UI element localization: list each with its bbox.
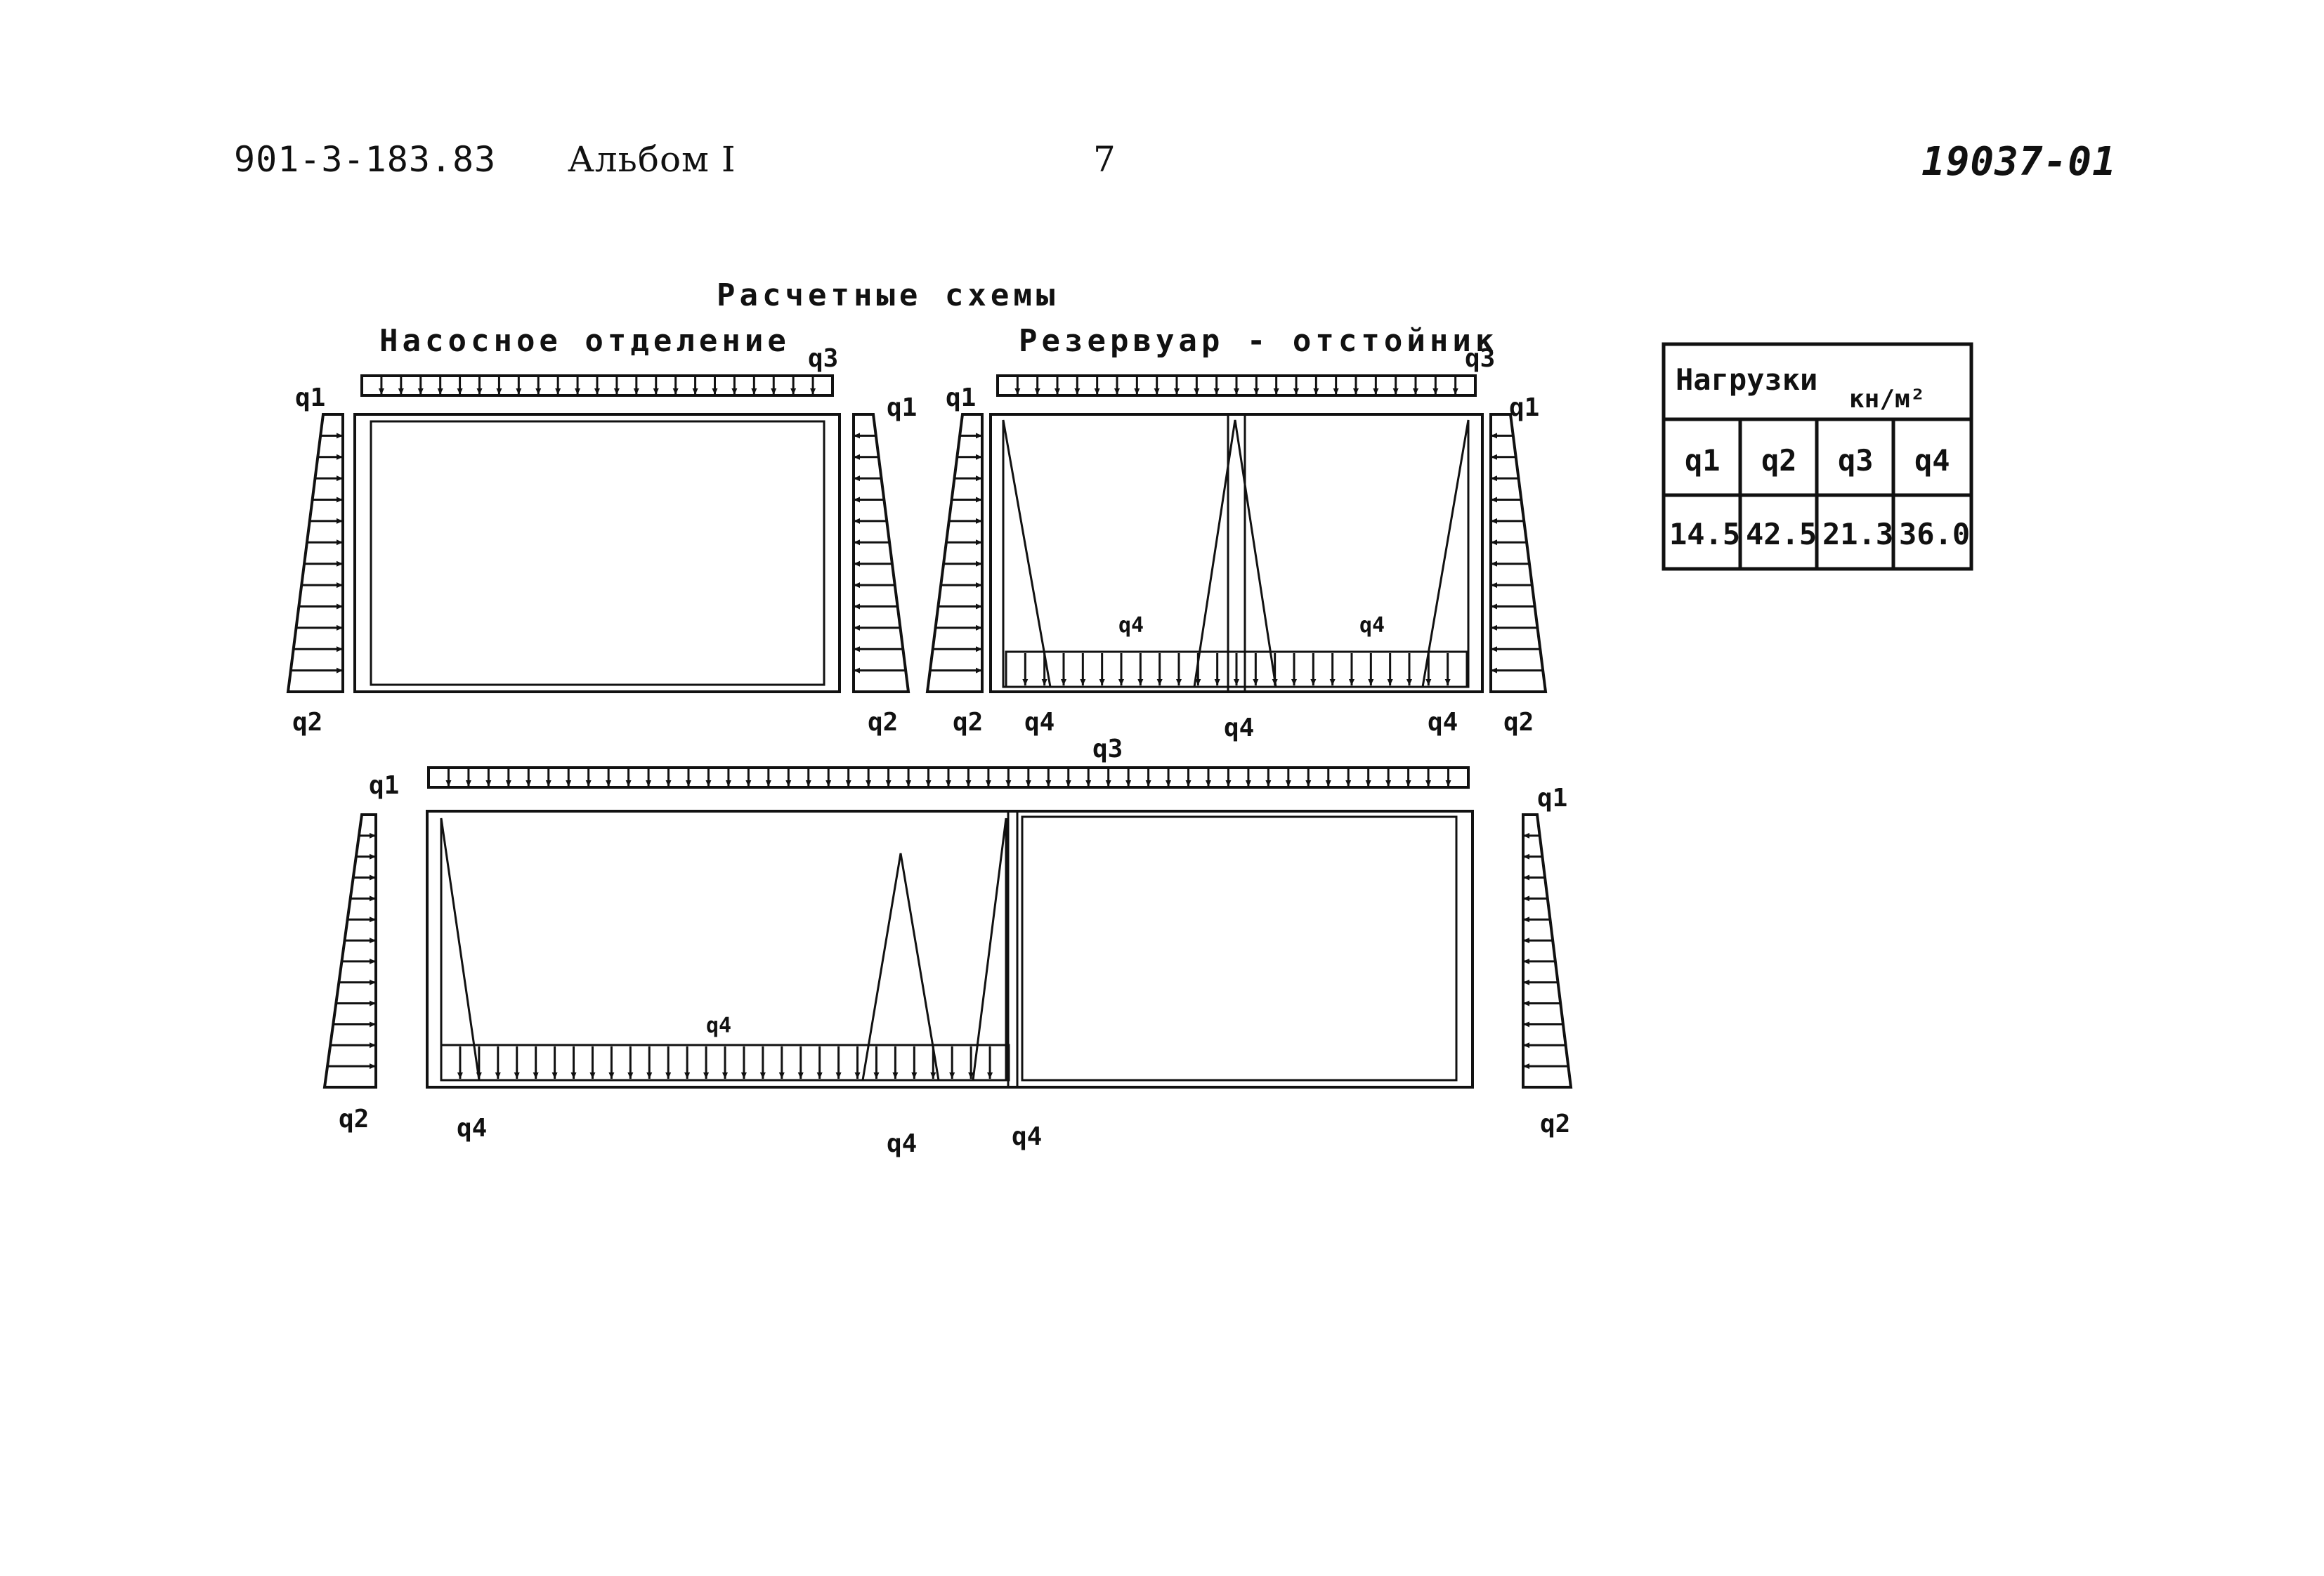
scheme-pump-station bbox=[286, 374, 910, 693]
sheet-number: 19037-01 bbox=[1921, 139, 2117, 185]
roof-load-ticks bbox=[1014, 376, 1458, 395]
frame-outline bbox=[353, 413, 841, 693]
document-code: 901-3-183.83 bbox=[234, 139, 497, 180]
table-title: Нагрузки bbox=[1676, 362, 1817, 397]
roof-load-ticks bbox=[445, 768, 1451, 787]
label-q2: q2 bbox=[1540, 1110, 1570, 1138]
table-header-cell: q2 bbox=[1761, 443, 1797, 478]
section-title-pump: Насосное отделение bbox=[379, 323, 790, 359]
wall-load-right bbox=[852, 413, 910, 693]
label-q4: q4 bbox=[1428, 708, 1458, 737]
table-value-cell: 36.0 bbox=[1899, 517, 1970, 551]
table-value-cell: 14.5 bbox=[1669, 517, 1740, 551]
wall-load-left bbox=[286, 413, 344, 693]
label-q1: q1 bbox=[295, 383, 325, 412]
triangle-load-q4 bbox=[440, 817, 481, 1082]
frame-inner bbox=[370, 420, 825, 686]
table-header-cell: q4 bbox=[1914, 443, 1950, 478]
label-q4: q4 bbox=[1012, 1122, 1042, 1151]
label-q3: q3 bbox=[808, 344, 838, 373]
wall-load-ticks bbox=[1491, 433, 1543, 674]
label-q4: q4 bbox=[1118, 613, 1144, 638]
roof-load-q3 bbox=[360, 374, 834, 397]
label-q4: q4 bbox=[457, 1114, 487, 1143]
loads-table bbox=[1662, 342, 1973, 571]
label-q1: q1 bbox=[1537, 784, 1567, 813]
diagram-title: Расчетные схемы bbox=[717, 277, 1059, 313]
wall-load-right bbox=[1522, 813, 1573, 1089]
wall-load-left bbox=[925, 413, 984, 693]
scheme-combined bbox=[322, 766, 1573, 1089]
section-title-tank: Резервуар - отстойник bbox=[1019, 323, 1498, 359]
label-q4: q4 bbox=[1359, 613, 1385, 638]
label-q4: q4 bbox=[887, 1129, 917, 1158]
table-value-cell: 21.3 bbox=[1822, 517, 1893, 551]
label-q1: q1 bbox=[1509, 393, 1539, 422]
table-value-cell: 42.5 bbox=[1746, 517, 1817, 551]
page-number: 7 bbox=[1093, 139, 1116, 180]
label-q2: q2 bbox=[953, 708, 983, 737]
triangle-load-q4 bbox=[861, 853, 940, 1082]
wall-load-ticks bbox=[929, 433, 982, 674]
roof-load-q3 bbox=[427, 766, 1470, 789]
label-q1: q1 bbox=[369, 771, 399, 800]
triangle-load-q4 bbox=[1193, 419, 1277, 688]
triangle-load-q4 bbox=[972, 817, 1007, 1082]
wall-load-ticks bbox=[854, 433, 906, 674]
roof-load-ticks bbox=[378, 376, 816, 395]
frame-outline bbox=[426, 810, 1474, 1089]
label-q2: q2 bbox=[339, 1105, 369, 1134]
triangle-load-q4 bbox=[1002, 419, 1052, 688]
bottom-load-ticks bbox=[1022, 653, 1451, 685]
chamber-inner bbox=[1021, 815, 1458, 1082]
label-q4: q4 bbox=[1024, 708, 1055, 737]
roof-load-q3 bbox=[996, 374, 1477, 397]
scheme-settling-tank bbox=[925, 374, 1548, 693]
table-header-cell: q1 bbox=[1685, 443, 1721, 478]
bottom-load-ticks bbox=[457, 1046, 993, 1079]
wall-load-ticks bbox=[1523, 832, 1569, 1070]
label-q1: q1 bbox=[887, 393, 917, 422]
frame-outline bbox=[989, 413, 1484, 693]
label-q3: q3 bbox=[1465, 344, 1495, 373]
wall-load-right bbox=[1489, 413, 1548, 693]
label-q2: q2 bbox=[292, 708, 322, 737]
wall-load-ticks bbox=[327, 832, 376, 1070]
wall-load-ticks bbox=[290, 433, 343, 674]
label-q4: q4 bbox=[1224, 714, 1254, 742]
album-label: Альбом I bbox=[568, 139, 736, 180]
label-q2: q2 bbox=[1503, 708, 1534, 737]
label-q4: q4 bbox=[706, 1013, 731, 1038]
table-header-cell: q3 bbox=[1838, 443, 1874, 478]
wall-load-left bbox=[322, 813, 377, 1089]
table-unit: кн/м² bbox=[1849, 385, 1925, 414]
label-q2: q2 bbox=[868, 708, 898, 737]
triangle-load-q4 bbox=[1421, 419, 1470, 688]
label-q1: q1 bbox=[946, 383, 976, 412]
label-q3: q3 bbox=[1092, 735, 1123, 763]
